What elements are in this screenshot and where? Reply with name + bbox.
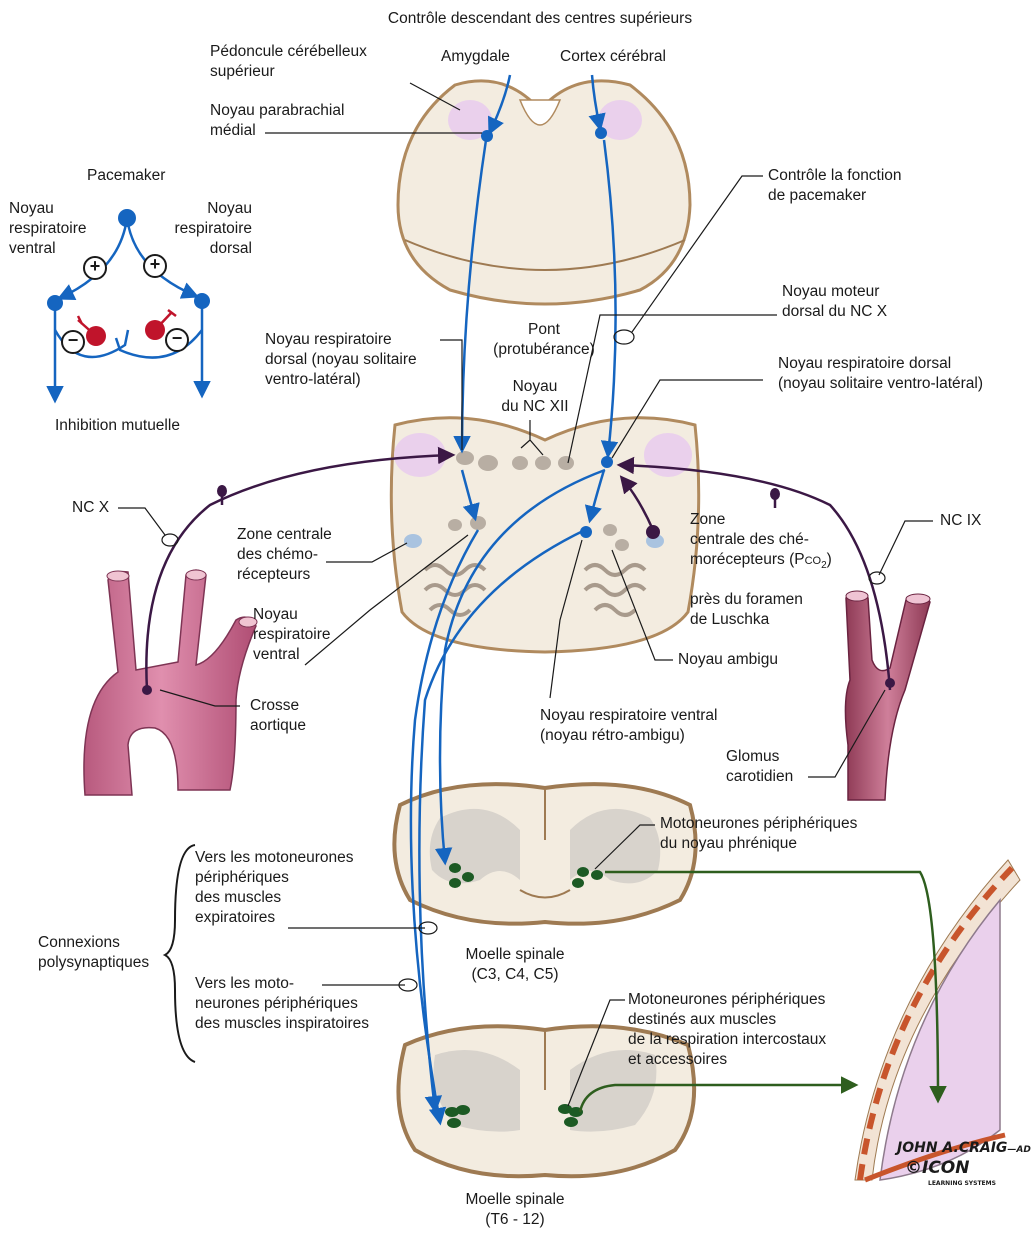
label-resp-ventral-retro: Noyau respiratoire ventral (noyau rétro-… [540, 706, 717, 746]
label-nc-xii: Noyau du NC XII [485, 377, 585, 417]
carotid-illustration [845, 591, 930, 800]
label-zone-centrale-right: Zone centrale des ché- morécepteurs (PCO… [690, 510, 832, 576]
label-glomus: Glomus carotidien [726, 747, 793, 787]
label-foramen-luschka: près du foramen de Luschka [690, 590, 803, 630]
ventral-group-neuron [47, 295, 63, 311]
plus-sign: + [144, 254, 166, 274]
label-moto-phrenique: Motoneurones périphériques du noyau phré… [660, 814, 857, 854]
pons-section [398, 81, 690, 304]
label-pacemaker: Pacemaker [87, 166, 165, 186]
diagram-title: Contrôle descendant des centres supérieu… [340, 9, 740, 29]
artist-signature: JOHN A.CRAIG—AD [897, 1140, 1031, 1156]
label-resp-dorsal-schematic: Noyau respiratoire dorsal [150, 199, 252, 259]
label-controle-pacemaker: Contrôle la fonction de pacemaker [768, 166, 902, 206]
label-zone-centrale-left: Zone centrale des chémo- récepteurs [237, 525, 332, 585]
minus-sign: − [166, 328, 188, 348]
label-pont: Pont (protubérance) [474, 320, 614, 360]
label-noyau-ambigu: Noyau ambigu [678, 650, 778, 670]
label-nc-ix: NC IX [940, 511, 981, 531]
label-cortex: Cortex cérébral [560, 47, 666, 67]
label-moelle-cervicale: Moelle spinale (C3, C4, C5) [445, 945, 585, 985]
label-pedoncule: Pédoncule cérébelleux supérieur [210, 42, 367, 82]
aortic-arch-illustration [84, 570, 257, 795]
label-vers-inspiratoires: Vers les moto- neurones périphériques de… [195, 974, 369, 1034]
label-crosse-aortique: Crosse aortique [250, 696, 306, 736]
publisher-logo: ©ICON [905, 1158, 969, 1178]
label-moteur-dorsal: Noyau moteur dorsal du NC X [782, 282, 887, 322]
publisher-logo-subtitle: LEARNING SYSTEMS [928, 1180, 996, 1187]
label-resp-ventral-schematic: Noyau respiratoire ventral [9, 199, 87, 259]
minus-sign: − [62, 330, 84, 350]
cervical-cord-section [394, 784, 695, 924]
label-inhibition: Inhibition mutuelle [55, 416, 180, 436]
label-connexions: Connexions polysynaptiques [38, 933, 149, 973]
label-vers-expiratoires: Vers les motoneurones périphériques des … [195, 848, 354, 928]
pacemaker-neuron [118, 209, 136, 227]
label-moelle-thoracique: Moelle spinale (T6 - 12) [440, 1190, 590, 1230]
label-parabrachial: Noyau parabrachial médial [210, 101, 344, 141]
plus-sign: + [84, 256, 106, 276]
label-resp-ventral-mid: Noyau respiratoire ventral [253, 605, 331, 665]
label-amygdale: Amygdale [441, 47, 510, 67]
label-moto-intercostaux: Motoneurones périphériques destinés aux … [628, 990, 826, 1070]
label-resp-dorsal-right: Noyau respiratoire dorsal (noyau solitai… [778, 354, 983, 394]
label-resp-dorsal-mid: Noyau respiratoire dorsal (noyau solitai… [265, 330, 417, 390]
dorsal-group-neuron [194, 293, 210, 309]
label-nc-x: NC X [72, 498, 109, 518]
